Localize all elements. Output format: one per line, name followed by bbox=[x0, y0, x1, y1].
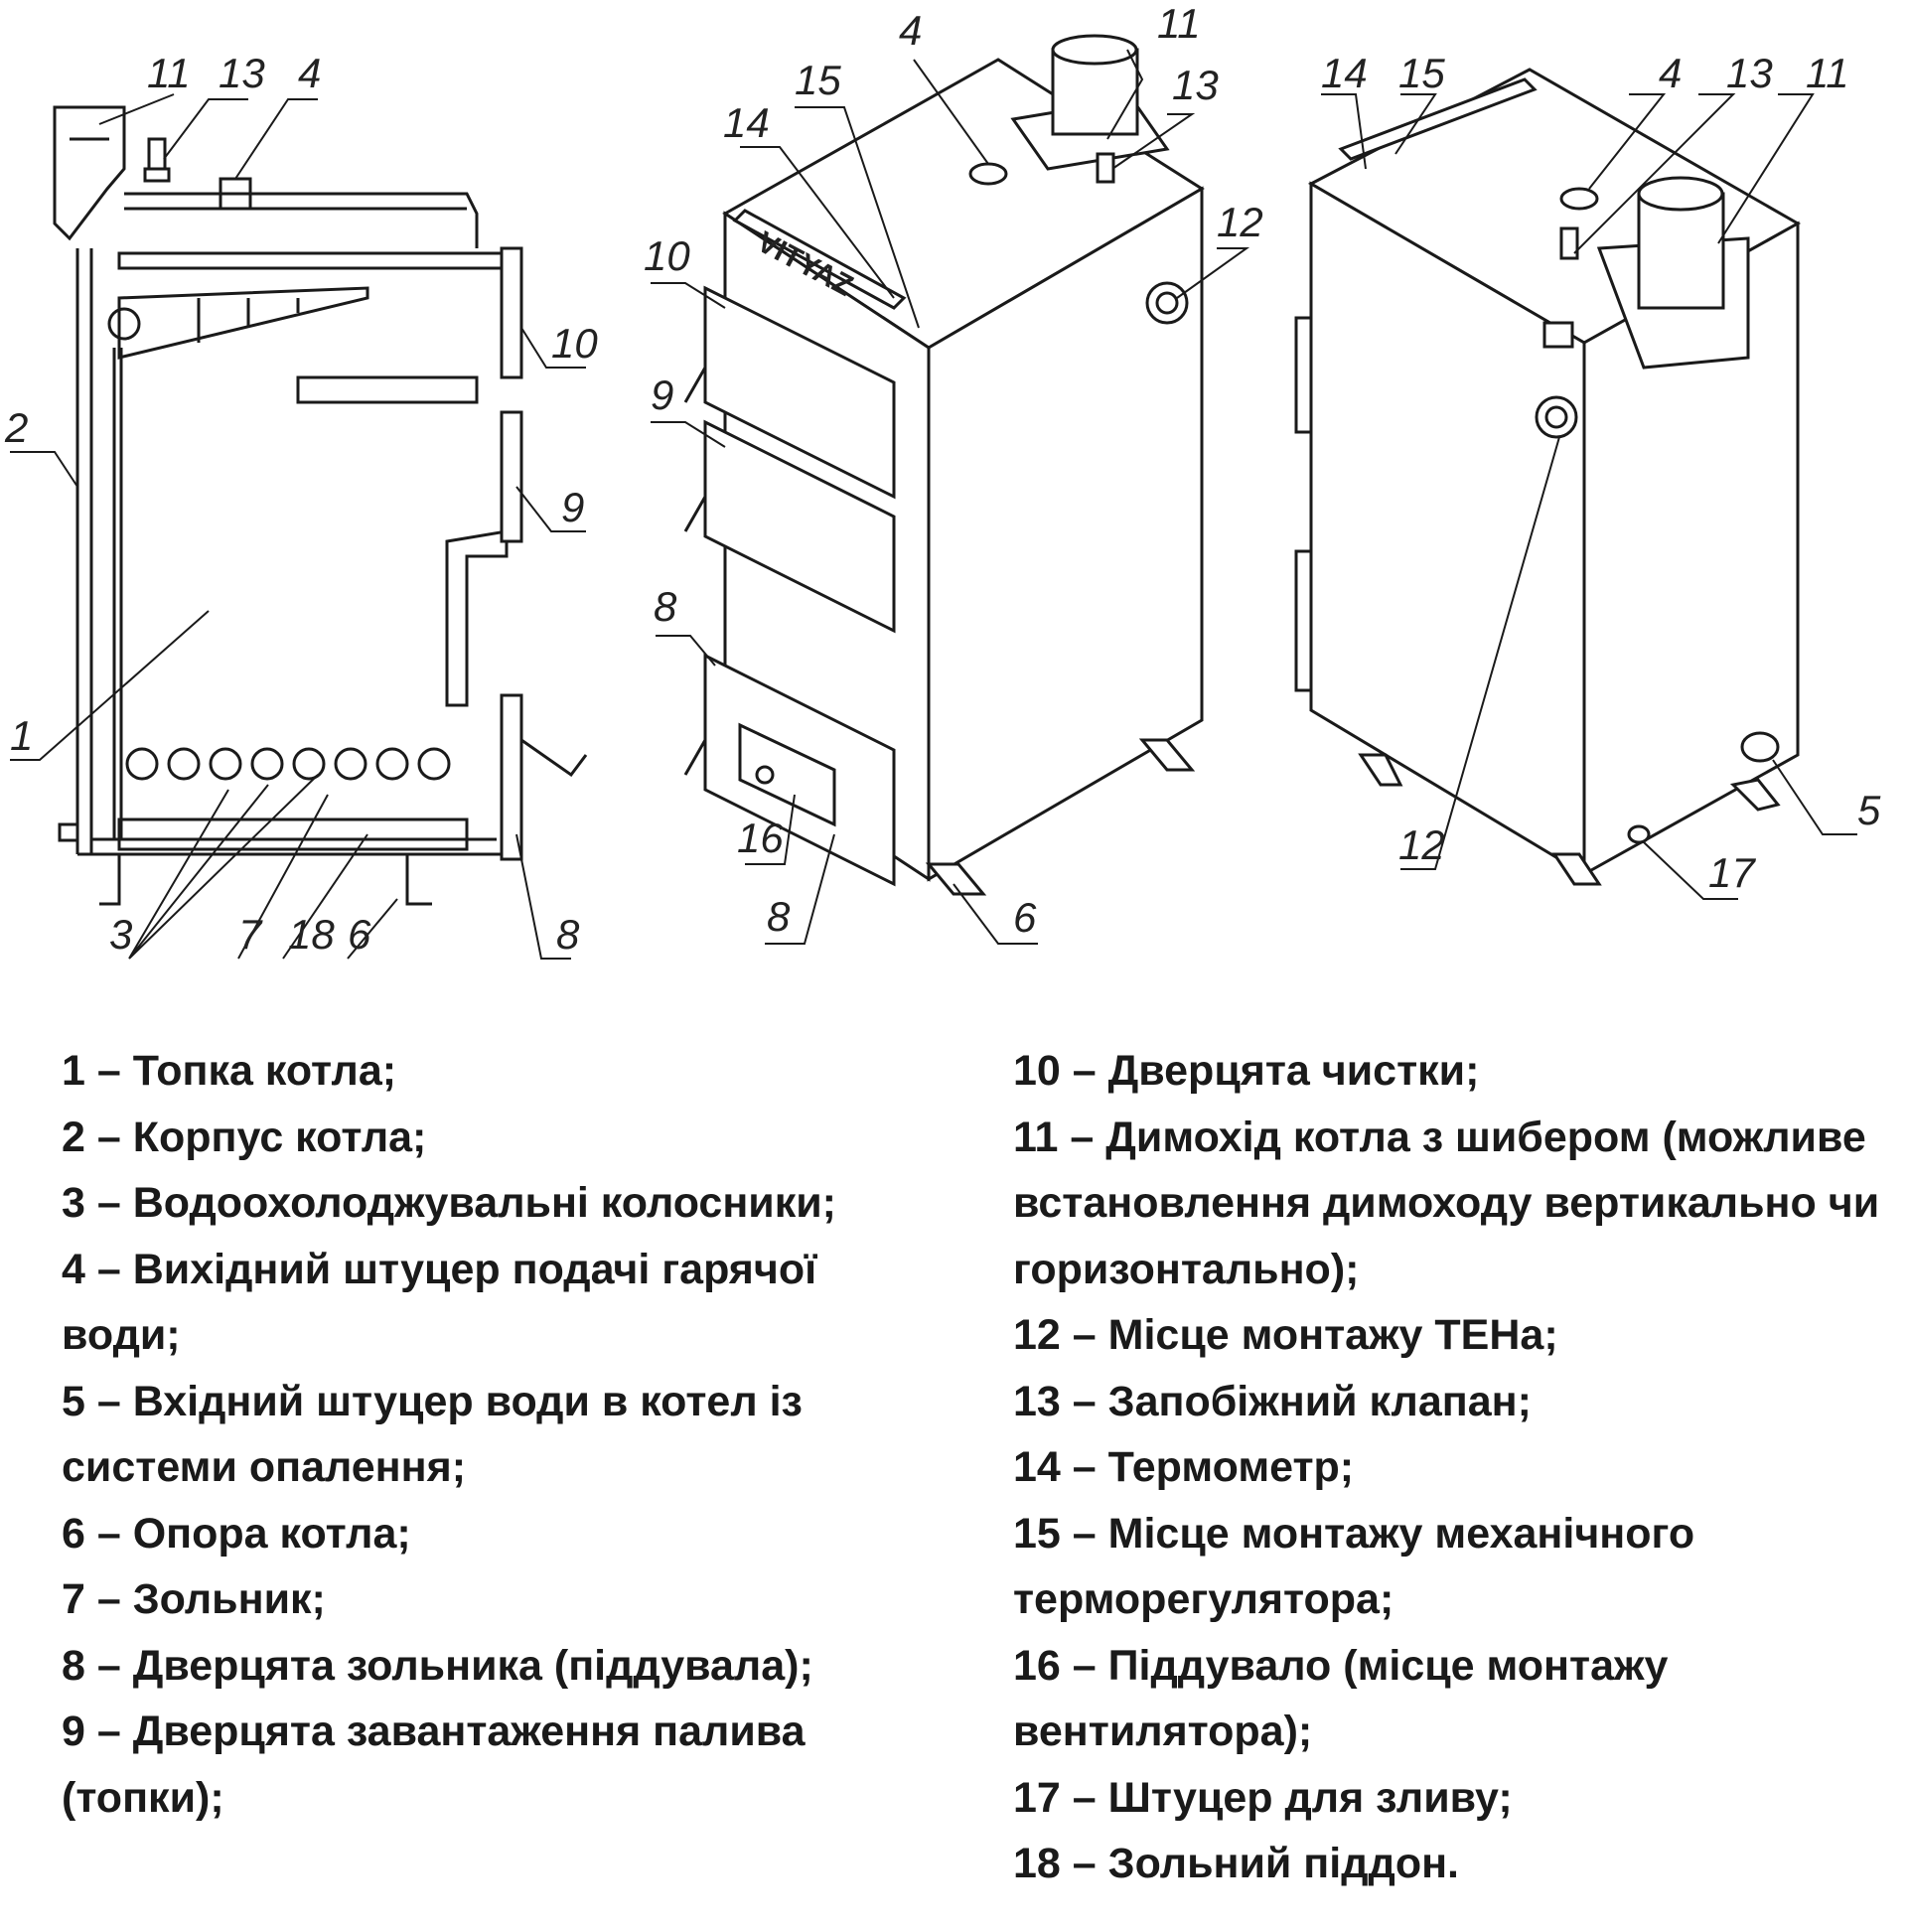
legend-item: вентилятора); bbox=[1013, 1708, 1313, 1755]
legend-item: 7 – Зольник; bbox=[62, 1575, 326, 1623]
callout-front-15: 15 bbox=[795, 57, 841, 103]
legend-item: води; bbox=[62, 1311, 181, 1359]
callout-front-8: 8 bbox=[654, 583, 677, 630]
legend-right-column: 10 – Дверцята чистки; 11 – Димохід котла… bbox=[1013, 1038, 1897, 1897]
legend-item: 14 – Термометр; bbox=[1013, 1443, 1355, 1491]
callout-back-15: 15 bbox=[1398, 50, 1445, 96]
legend-item: 3 – Водоохолоджувальні колосники; bbox=[62, 1179, 837, 1227]
callout-back-5: 5 bbox=[1857, 787, 1881, 833]
callout-section-11: 11 bbox=[147, 50, 191, 96]
callout-front-10: 10 bbox=[644, 232, 690, 279]
legend-item: 4 – Вихідний штуцер подачі гарячої bbox=[62, 1245, 817, 1293]
callout-back-17: 17 bbox=[1708, 849, 1756, 896]
callout-front-4: 4 bbox=[899, 7, 922, 54]
callout-front-11: 11 bbox=[1157, 0, 1201, 47]
legend-item: 10 – Дверцята чистки; bbox=[1013, 1047, 1480, 1095]
callout-front-9: 9 bbox=[651, 372, 673, 418]
legend-item: 1 – Топка котла; bbox=[62, 1047, 397, 1095]
back-view: 14 15 4 13 11 12 5 17 bbox=[1294, 50, 1881, 900]
legend-item: системи опалення; bbox=[62, 1443, 467, 1491]
callout-section-18: 18 bbox=[288, 911, 335, 958]
section-view: 11 13 4 2 10 9 1 3 7 18 6 8 bbox=[4, 50, 598, 960]
callout-front-6: 6 bbox=[1013, 894, 1037, 941]
callout-front-8b: 8 bbox=[767, 893, 791, 940]
callout-section-2: 2 bbox=[4, 404, 28, 451]
callout-back-13: 13 bbox=[1726, 50, 1773, 96]
callout-section-8: 8 bbox=[556, 911, 580, 958]
callout-section-4: 4 bbox=[298, 50, 321, 96]
callout-section-10: 10 bbox=[551, 320, 598, 367]
callout-section-9: 9 bbox=[561, 484, 584, 530]
legend-left-column: 1 – Топка котла; 2 – Корпус котла; 3 – В… bbox=[62, 1038, 955, 1831]
legend-item: 5 – Вхідний штуцер води в котел із bbox=[62, 1377, 803, 1425]
boiler-diagram: 11 13 4 2 10 9 1 3 7 18 6 8 VITYAZ bbox=[4, 0, 1881, 960]
legend-item: 2 – Корпус котла; bbox=[62, 1113, 427, 1161]
legend-item: 17 – Штуцер для зливу; bbox=[1013, 1773, 1513, 1822]
callout-section-1: 1 bbox=[10, 712, 33, 759]
callout-back-4: 4 bbox=[1659, 50, 1682, 96]
legend-item: 6 – Опора котла; bbox=[62, 1509, 411, 1558]
callout-front-13: 13 bbox=[1172, 62, 1219, 108]
callout-section-7: 7 bbox=[238, 911, 263, 958]
callout-front-12: 12 bbox=[1217, 199, 1263, 245]
callout-front-16: 16 bbox=[737, 815, 784, 861]
callout-back-12: 12 bbox=[1398, 821, 1445, 868]
legend-item: (топки); bbox=[62, 1773, 224, 1822]
legend-item: горизонтально); bbox=[1013, 1245, 1360, 1293]
legend-item: 9 – Дверцята завантаження палива bbox=[62, 1708, 806, 1755]
legend-item: 12 – Місце монтажу ТЕНа; bbox=[1013, 1311, 1558, 1359]
legend-item: 15 – Місце монтажу механічного bbox=[1013, 1509, 1695, 1558]
legend-item: 18 – Зольний піддон. bbox=[1013, 1840, 1460, 1887]
legend-item: встановлення димоходу вертикально чи bbox=[1013, 1179, 1880, 1227]
callout-section-13: 13 bbox=[219, 50, 265, 96]
callout-back-11: 11 bbox=[1806, 50, 1849, 96]
callout-section-3: 3 bbox=[109, 911, 132, 958]
callout-back-14: 14 bbox=[1321, 50, 1368, 96]
callout-section-6: 6 bbox=[348, 911, 371, 958]
grate-tubes bbox=[125, 747, 451, 781]
legend-item: 8 – Дверцята зольника (піддувала); bbox=[62, 1641, 813, 1690]
legend-item: 13 – Запобіжний клапан; bbox=[1013, 1377, 1532, 1425]
callout-front-14: 14 bbox=[723, 99, 770, 146]
legend-item: терморегулятора; bbox=[1013, 1575, 1394, 1623]
legend-item: 11 – Димохід котла з шибером (можливе bbox=[1013, 1113, 1866, 1161]
front-view: VITYAZ 4 11 13 15 14 bbox=[644, 0, 1263, 945]
legend-item: 16 – Піддувало (місце монтажу bbox=[1013, 1641, 1669, 1690]
